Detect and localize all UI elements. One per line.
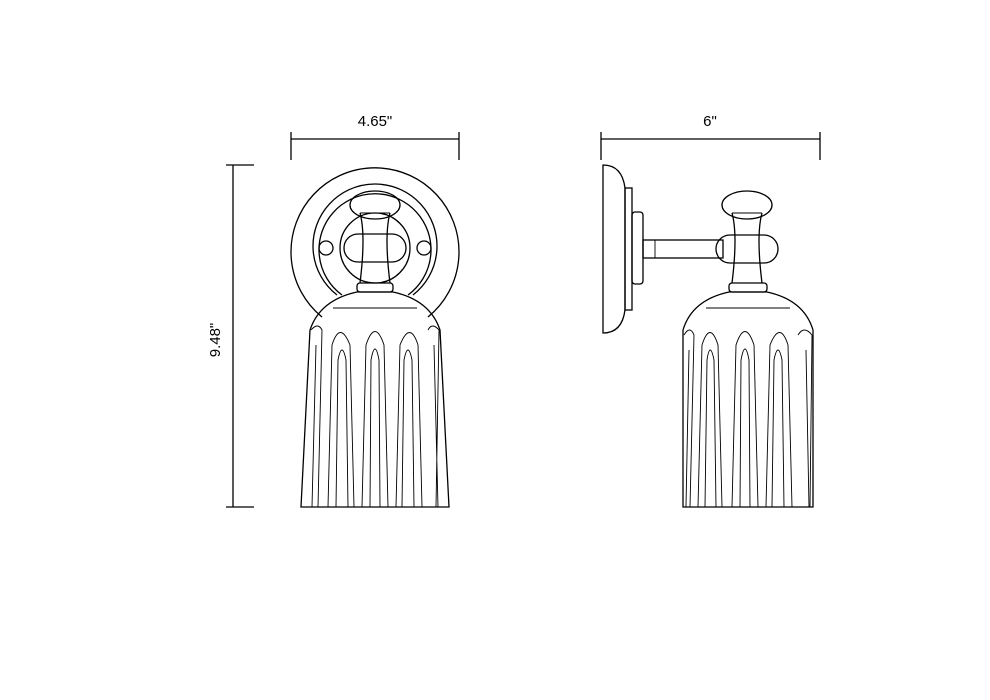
side-depth-dimension: 6" [600, 113, 821, 160]
height-dimension: 9.48" [207, 164, 254, 508]
side-view-sconce [602, 164, 814, 508]
side-depth-label: 6" [703, 113, 717, 130]
front-view-sconce [290, 167, 460, 508]
front-width-dimension: 4.65" [290, 113, 460, 160]
front-width-label: 4.65" [358, 113, 393, 130]
height-label: 9.48" [207, 323, 224, 358]
